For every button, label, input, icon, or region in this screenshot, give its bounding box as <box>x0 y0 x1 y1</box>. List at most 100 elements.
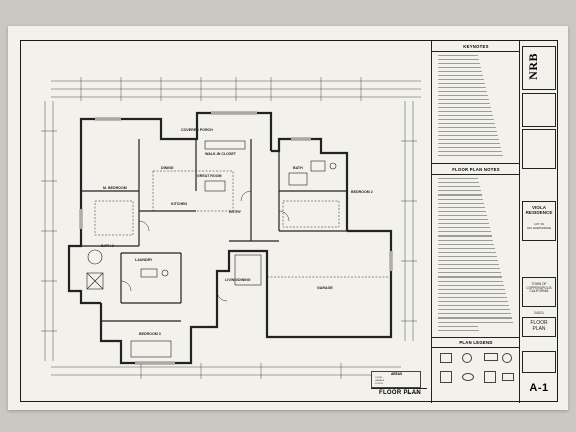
note-text-line <box>438 178 478 180</box>
note-text-line <box>438 103 490 105</box>
legend-divider <box>432 337 520 338</box>
note-text-line <box>438 288 505 290</box>
note-text-line <box>438 268 500 270</box>
note-text-line <box>438 284 504 286</box>
drawing-sheet: M. BEDROOM WALK-IN CLOSET BATH BEDROOM 2… <box>8 26 568 410</box>
note-text-line <box>438 135 498 137</box>
note-text-line <box>438 231 491 233</box>
note-text-line <box>438 55 478 57</box>
note-text-line <box>438 198 483 200</box>
job-number: 24021 <box>534 311 544 315</box>
note-text-line <box>438 131 497 133</box>
note-text-line <box>438 190 481 192</box>
revisions-cell <box>522 351 556 373</box>
note-text-line <box>438 305 509 307</box>
note-text-line <box>438 243 494 245</box>
note-text-line <box>438 260 498 262</box>
room-label-bath1: BATH <box>293 166 303 170</box>
note-text-line <box>438 151 502 153</box>
notes-column: KEYNOTES FLOOR PLAN NOTES PLAN LEGEND <box>431 41 520 403</box>
room-label-bath2: BATH 2 <box>101 244 114 248</box>
sheet-number-cell: A-1 <box>519 377 559 399</box>
note-text-line <box>438 223 489 225</box>
note-text-line <box>438 186 480 188</box>
note-text-line <box>438 143 500 145</box>
note-text-line <box>438 272 501 274</box>
note-text-line <box>438 123 495 125</box>
note-text-line <box>438 309 510 311</box>
plan-scale: 1/4" = 1'-0" <box>407 392 419 395</box>
legend-symbol-fan-icon <box>502 353 512 363</box>
legend-symbol-wall-icon <box>440 353 452 363</box>
note-text-line <box>438 87 486 89</box>
keynotes-divider <box>432 51 520 52</box>
note-text-line <box>438 317 512 319</box>
floor-plan-area: M. BEDROOM WALK-IN CLOSET BATH BEDROOM 2… <box>21 41 429 403</box>
project-lot: LOT 49 <box>534 222 544 226</box>
note-text-line <box>438 321 513 323</box>
note-text-line <box>438 107 491 109</box>
room-label-garage: GARAGE <box>317 286 333 290</box>
room-label-closet: WALK-IN CLOSET <box>205 152 236 156</box>
legend-symbol-smoke-icon <box>462 373 474 381</box>
note-text-line <box>438 292 506 294</box>
note-text-line <box>438 95 488 97</box>
note-text-line <box>438 251 496 253</box>
stamp-cell <box>522 129 556 169</box>
room-label-living: LIVING/DINING <box>225 278 251 282</box>
legend-symbol-window-icon <box>484 353 498 361</box>
note-text-line <box>438 75 483 77</box>
note-text-line <box>438 214 487 217</box>
sheet-title: FLOOR PLAN <box>530 320 548 332</box>
note-text-line <box>438 91 487 93</box>
note-text-line <box>438 155 503 157</box>
note-text-line <box>438 313 511 315</box>
note-text-line <box>438 255 497 258</box>
floor-plan-drawing <box>41 77 421 379</box>
note-text-line <box>438 264 499 266</box>
note-text-line <box>438 67 481 69</box>
areas-row-living: LIVING <box>375 377 383 379</box>
room-label-kitchen: KITCHEN <box>171 202 187 206</box>
note-text-line <box>438 115 493 117</box>
legend-symbol-outlet-icon <box>440 371 452 383</box>
notes-title-divider <box>432 174 520 175</box>
note-text-line <box>438 247 495 249</box>
note-text-line <box>438 71 482 73</box>
sheet-title-cell <box>522 317 556 337</box>
plan-title-underline <box>371 388 427 400</box>
note-text-line <box>438 296 507 299</box>
firm-info-cell <box>522 93 556 127</box>
firm-logo-box: NRB <box>522 46 556 90</box>
note-text-line <box>438 325 478 327</box>
firm-logo: NRB <box>526 53 540 80</box>
note-text-line <box>438 210 486 212</box>
legend-symbol-light-icon <box>462 353 472 363</box>
plan-title: FLOOR PLAN <box>379 390 421 396</box>
note-text-line <box>438 329 479 331</box>
project-name: VIOLA RESIDENCE <box>525 205 553 216</box>
room-label-bedroom2: BEDROOM 2 <box>351 190 373 194</box>
room-label-entry: ENTRY <box>229 210 242 214</box>
legend-title-divider <box>432 347 520 348</box>
note-text-line <box>438 202 484 204</box>
areas-table <box>371 371 421 388</box>
project-address: 340 HAWKRIDGE <box>526 226 552 230</box>
note-text-line <box>438 227 490 229</box>
areas-row-garage: GARAGE <box>375 380 385 382</box>
title-frame: M. BEDROOM WALK-IN CLOSET BATH BEDROOM 2… <box>20 40 559 403</box>
note-text-line <box>438 235 492 237</box>
note-text-line <box>438 194 482 196</box>
floor-plan-notes-title: FLOOR PLAN NOTES <box>452 167 500 172</box>
note-text-line <box>438 182 479 184</box>
note-text-line <box>438 239 493 241</box>
areas-row-porch: PORCH <box>375 383 383 385</box>
note-text-line <box>438 79 484 81</box>
room-label-laundry: LAUNDRY <box>135 258 153 262</box>
note-text-line <box>438 206 485 208</box>
note-text-line <box>438 139 499 141</box>
room-label-porch: COVERED PORCH <box>181 128 213 132</box>
project-cell <box>522 201 556 241</box>
note-text-line <box>438 99 489 101</box>
legend-symbol-vent-icon <box>502 373 514 381</box>
